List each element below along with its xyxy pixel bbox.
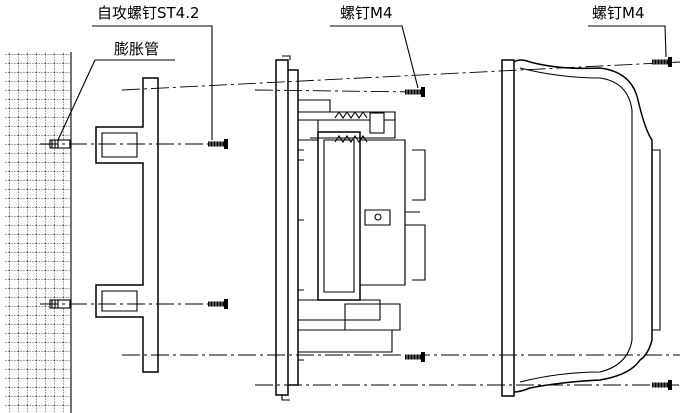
device-body bbox=[275, 55, 426, 401]
assembly-axis-lines bbox=[40, 61, 681, 386]
m4-screw-label-right: 螺钉M4 bbox=[592, 4, 645, 22]
m4-screw-upper-right bbox=[651, 56, 673, 68]
m4-screw-lower-middle bbox=[404, 351, 426, 363]
expansion-tube-label: 膨胀管 bbox=[114, 40, 159, 58]
self-tapping-screw-upper bbox=[207, 138, 229, 150]
leader-lines bbox=[57, 25, 667, 141]
m4-screw-label-middle: 螺钉M4 bbox=[340, 4, 393, 22]
self-tapping-screw-lower bbox=[207, 298, 229, 310]
self-tapping-screw-label: 自攻螺钉ST4.2 bbox=[97, 4, 200, 22]
rear-cover bbox=[501, 59, 661, 397]
wall bbox=[5, 52, 72, 413]
m4-screw-lower-right bbox=[651, 379, 673, 391]
m4-screw-upper-middle bbox=[404, 86, 426, 98]
mounting-bracket bbox=[95, 77, 159, 373]
